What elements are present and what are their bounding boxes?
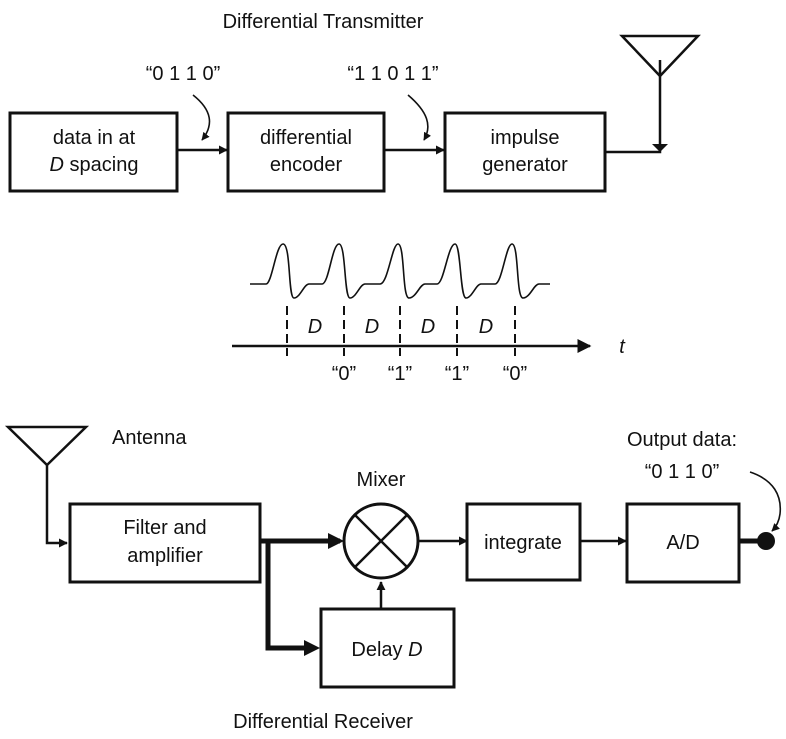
receiver-title: Differential Receiver — [233, 711, 413, 733]
data-in-box-line1: data in at — [53, 127, 136, 149]
input-label-pointer — [192, 94, 211, 141]
mixer-label: Mixer — [357, 469, 406, 491]
delay-box — [319, 607, 456, 689]
transmit-antenna-icon — [619, 34, 701, 78]
wire-antenna-to-filter — [45, 482, 68, 548]
input-data-label: “0 1 1 0” — [146, 63, 220, 85]
spacing-label-2: D — [365, 316, 379, 338]
impulse-box-line2: generator — [482, 154, 568, 176]
differential-encoder-box — [226, 111, 386, 193]
arrowhead-to-mixer — [328, 533, 344, 549]
bit-label-3: “1” — [445, 363, 469, 385]
spacing-label-4: D — [479, 316, 493, 338]
bit-label-4: “0” — [503, 363, 527, 385]
mixer-icon — [342, 502, 420, 580]
time-axis-label: t — [619, 336, 626, 358]
delay-box-label: Delay D — [351, 639, 422, 661]
encoded-data-label: “1 1 0 1 1” — [347, 63, 438, 85]
encoder-box-line2: encoder — [270, 154, 343, 176]
integrate-box — [465, 502, 582, 582]
impulse-box-line1: impulse — [491, 127, 560, 149]
spacing-label-1: D — [308, 316, 322, 338]
impulse-generator-box — [443, 111, 607, 193]
bit-label-1: “0” — [332, 363, 356, 385]
wire-to-antenna — [605, 76, 662, 154]
data-in-box — [8, 111, 179, 193]
output-label-line2: “0 1 1 0” — [645, 461, 719, 483]
ad-box-label: A/D — [666, 532, 699, 554]
impulse-waveform — [250, 243, 550, 299]
bit-label-2: “1” — [388, 363, 412, 385]
arrowhead-to-antenna — [652, 144, 668, 152]
output-label-pointer — [749, 471, 782, 532]
transmitter-title: Differential Transmitter — [223, 11, 424, 33]
output-label-line1: Output data: — [627, 429, 737, 451]
filter-box-line1: Filter and — [123, 517, 206, 539]
spacing-label-3: D — [421, 316, 435, 338]
waveform-dashed-markers — [286, 306, 516, 356]
filter-box-line2: amplifier — [127, 545, 203, 567]
output-terminal — [757, 532, 775, 550]
arrowhead-to-delay — [304, 640, 320, 656]
receive-antenna-icon — [4, 425, 90, 482]
filter-amplifier-box — [68, 502, 262, 584]
wire-filter-to-delay — [265, 541, 310, 651]
data-in-box-line2: D spacing — [50, 154, 139, 176]
integrate-box-label: integrate — [484, 532, 562, 554]
encoded-label-pointer — [407, 94, 432, 141]
antenna-label: Antenna — [112, 427, 187, 449]
encoder-box-line1: differential — [260, 127, 352, 149]
